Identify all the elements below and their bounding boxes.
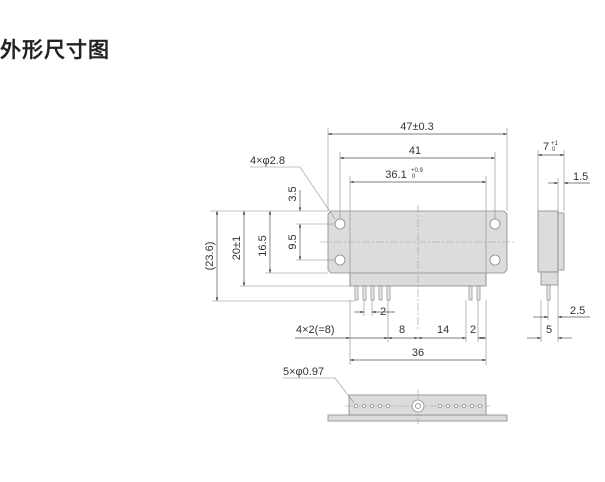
dim-holes: 4×φ2.8 bbox=[250, 155, 285, 167]
dim-total-height: (23.6) bbox=[204, 242, 216, 271]
dim-hole-pitch: 41 bbox=[409, 145, 421, 157]
dim-overall-width: 47±0.3 bbox=[400, 121, 434, 133]
dim-pin-diameter: 5×φ0.97 bbox=[283, 366, 324, 378]
dim-gap-14: 14 bbox=[437, 324, 449, 336]
bottom-dimensions: 2 4×2(=8) 8 14 2 36 bbox=[295, 300, 487, 365]
dim-hole-pitch-vertical: 9.5 bbox=[287, 234, 299, 249]
bottom-view: 5×φ0.97 bbox=[283, 366, 508, 424]
side-view: 7 +1 0 1.5 2.5 5 bbox=[527, 141, 590, 342]
dim-gap-2: 2 bbox=[470, 324, 476, 336]
front-view bbox=[320, 205, 515, 330]
dim-depth: 7 bbox=[543, 141, 549, 153]
dim-pin-offset: 2.5 bbox=[570, 305, 585, 317]
dim-depth-tol-upper: +1 bbox=[551, 141, 559, 147]
dim-flange: 1.5 bbox=[573, 171, 588, 183]
left-dimensions: 3.5 9.5 16.5 20±1 (23.6) bbox=[204, 186, 355, 302]
dim-pin-pitch: 2 bbox=[380, 306, 386, 318]
dim-connector-tol-upper: +0.9 bbox=[411, 168, 424, 174]
dim-pin-span: 4×2(=8) bbox=[296, 324, 335, 336]
dim-body-height: 16.5 bbox=[257, 235, 269, 256]
dim-connector-depth: 5 bbox=[546, 324, 552, 336]
dim-connector-tol-lower: 0 bbox=[412, 174, 416, 180]
module-body bbox=[327, 210, 508, 274]
dim-connector-width: 36.1 bbox=[385, 169, 406, 181]
pins bbox=[354, 285, 481, 301]
dim-depth-tol-lower: 0 bbox=[552, 147, 556, 153]
dim-hole-offset-top: 3.5 bbox=[287, 186, 299, 201]
dim-height-with-connector: 20±1 bbox=[231, 236, 243, 260]
page-title: 外形尺寸图 bbox=[0, 38, 110, 62]
dim-gap-8: 8 bbox=[399, 324, 405, 336]
top-dimensions: 47±0.3 41 36.1 +0.9 0 4×φ2.8 bbox=[250, 121, 508, 220]
dim-pin-row-total: 36 bbox=[412, 347, 424, 359]
